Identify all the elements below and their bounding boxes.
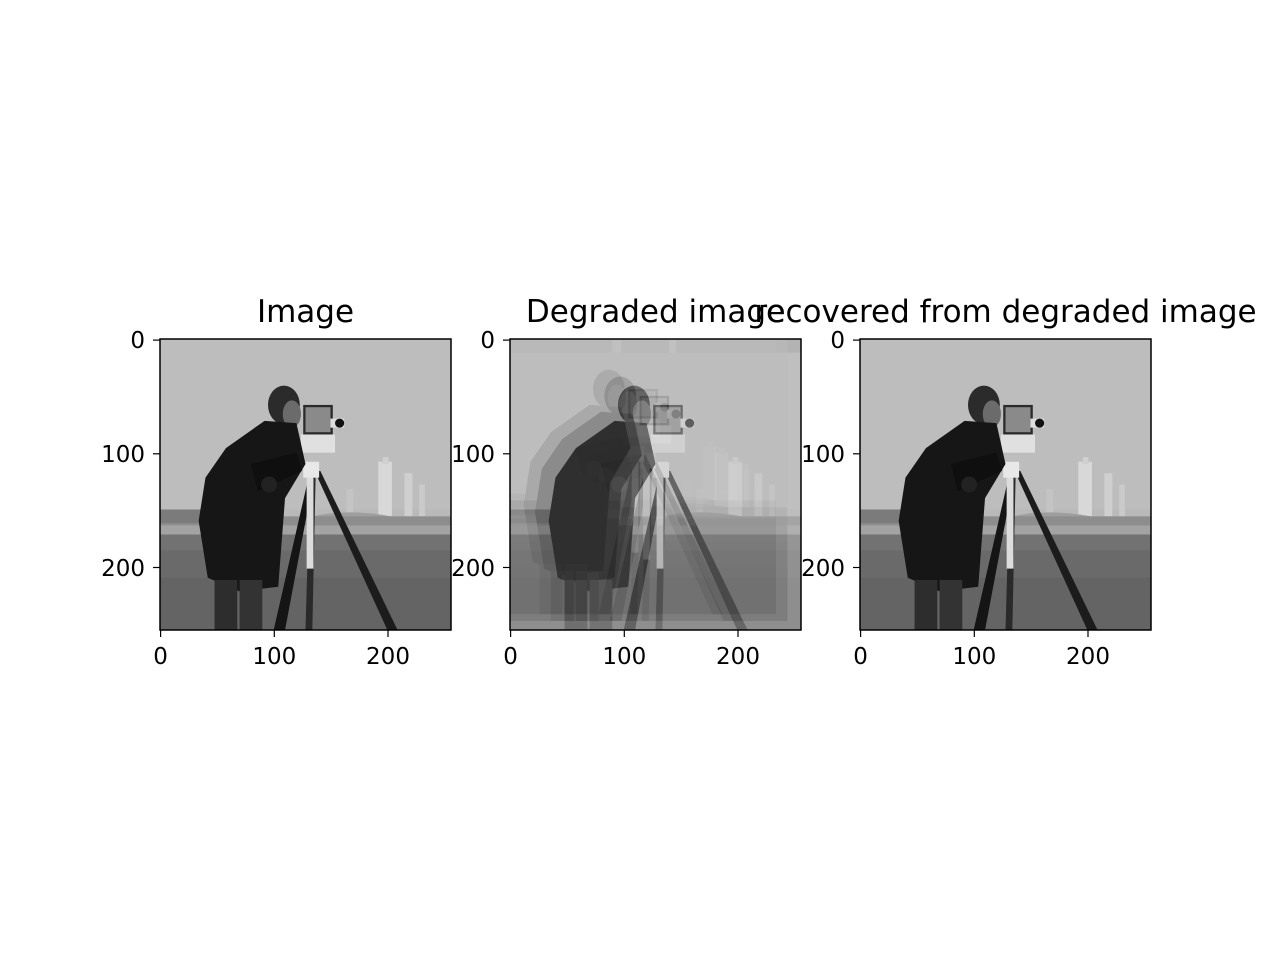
axes-frame (859, 338, 1152, 631)
axes-frame (509, 338, 802, 631)
x-tick-label: 200 (366, 644, 410, 670)
panel-title: Degraded image (526, 294, 785, 330)
x-tick-label: 200 (1066, 644, 1110, 670)
x-axis: 0 100 200 (853, 630, 1110, 670)
panel-image: Image 0 100 200 0 100 200 (101, 294, 452, 670)
x-tick-label: 0 (153, 644, 168, 670)
x-tick-label: 100 (602, 644, 646, 670)
panel-title: Image (257, 294, 354, 330)
y-tick-label: 0 (830, 328, 845, 354)
y-tick-label: 0 (130, 328, 145, 354)
x-tick-label: 100 (952, 644, 996, 670)
y-tick-label: 100 (451, 442, 495, 468)
x-tick-label: 0 (853, 644, 868, 670)
degraded-image (485, 323, 801, 630)
axes-frame (159, 338, 452, 631)
panel-degraded-image: Degraded image 0 100 200 0 100 200 (451, 294, 802, 670)
y-axis: 0 100 200 (801, 328, 860, 582)
y-tick-label: 100 (801, 442, 845, 468)
x-axis: 0 100 200 (153, 630, 410, 670)
y-tick-label: 200 (101, 556, 145, 582)
x-tick-label: 0 (503, 644, 518, 670)
y-tick-label: 200 (451, 556, 495, 582)
y-tick-label: 200 (801, 556, 845, 582)
recovered-image (860, 339, 1151, 630)
x-tick-label: 200 (716, 644, 760, 670)
y-axis: 0 100 200 (451, 328, 510, 582)
y-tick-label: 0 (480, 328, 495, 354)
panel-title: recovered from degraded image (754, 294, 1256, 330)
panel-recovered-image: recovered from degraded image 0 100 200 … (754, 294, 1256, 670)
y-tick-label: 100 (101, 442, 145, 468)
x-tick-label: 100 (252, 644, 296, 670)
y-axis: 0 100 200 (101, 328, 160, 582)
x-axis: 0 100 200 (503, 630, 760, 670)
cameraman-image (160, 339, 451, 630)
